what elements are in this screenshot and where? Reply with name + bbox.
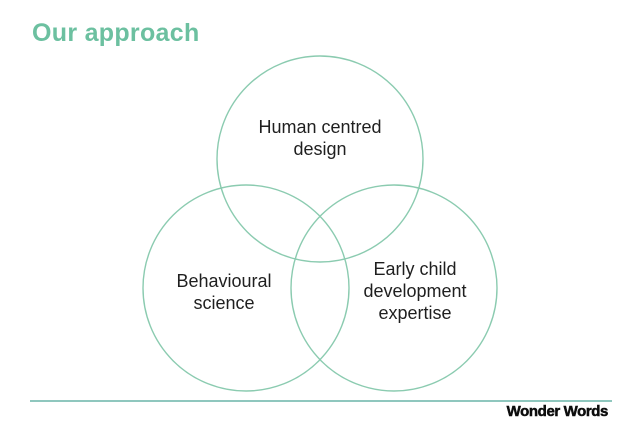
page-title: Our approach [32, 19, 200, 47]
venn-circle-behavioural-science [142, 184, 350, 392]
venn-label-early-child-development: Early child development expertise [363, 259, 467, 323]
venn-circle-human-centred-design [216, 55, 424, 263]
footer-divider [30, 400, 612, 402]
venn-circle-early-child-development [290, 184, 498, 392]
venn-label-human-centred-design: Human centred design [258, 117, 382, 159]
wonder-words-logo: Wonder Words [506, 403, 608, 421]
venn-label-behavioural-science: Behavioural science [176, 271, 272, 313]
